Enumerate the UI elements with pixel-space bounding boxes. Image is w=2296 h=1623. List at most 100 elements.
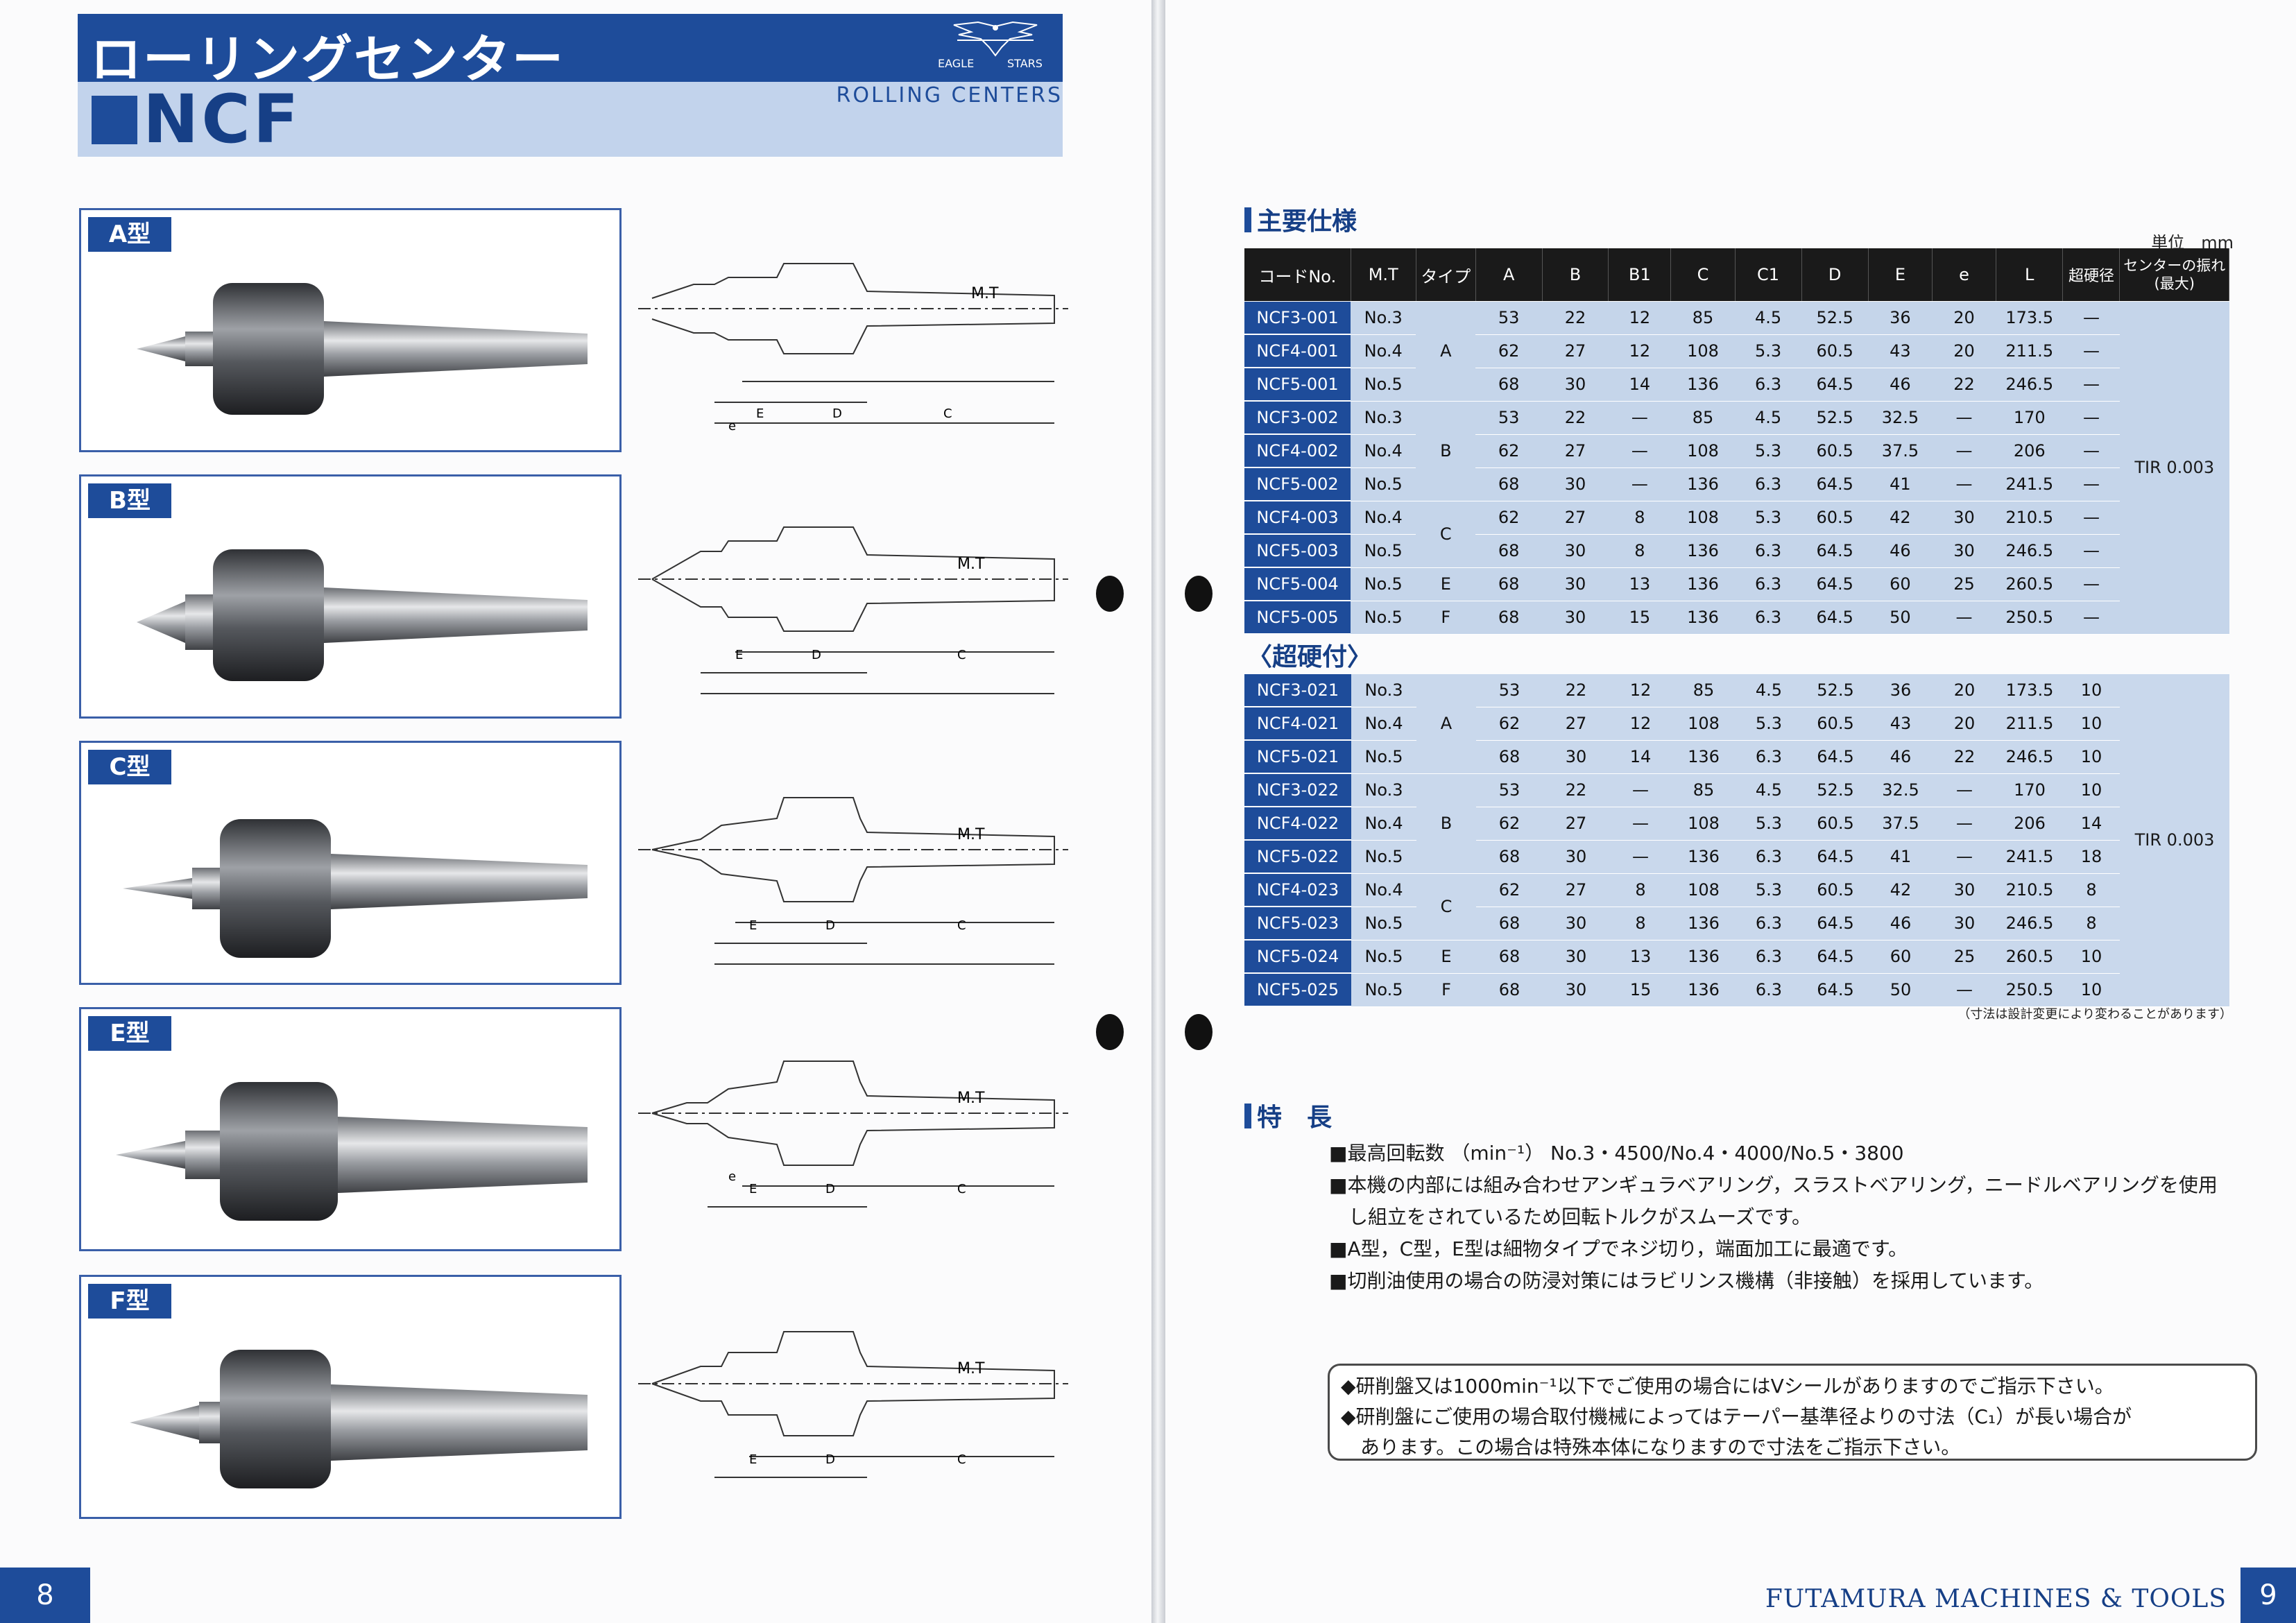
type-b-label: B型 xyxy=(88,483,171,518)
cell-c1: 5.3 xyxy=(1736,807,1802,841)
cell-type: A xyxy=(1416,301,1476,402)
cell-e: 36 xyxy=(1868,301,1933,335)
type-e-photo-box: E型 xyxy=(79,1007,622,1251)
cell-code: NCF4-022 xyxy=(1244,807,1351,841)
cell-d: 64.5 xyxy=(1801,368,1869,402)
cell-b: 30 xyxy=(1543,840,1609,874)
cell-code: NCF5-005 xyxy=(1244,601,1351,635)
cell-e: 32.5 xyxy=(1869,773,1933,807)
binder-hole xyxy=(1096,576,1124,612)
type-a-photo-box: A型 xyxy=(79,208,622,452)
cell-c1: 4.5 xyxy=(1735,301,1802,335)
cell-e: 60 xyxy=(1868,567,1933,601)
caution-line: ◆研削盤又は1000min⁻¹以下でご使用の場合にはVシールがありますのでご指示… xyxy=(1341,1375,2114,1398)
cell-c: 136 xyxy=(1670,368,1736,402)
features-list: ■最高回転数 （min⁻¹） No.3・4500/No.4・4000/No.5・… xyxy=(1329,1137,2259,1297)
cell-e: 30 xyxy=(1932,501,1996,535)
cell-a: 68 xyxy=(1475,467,1543,501)
type-a-label: A型 xyxy=(88,217,171,252)
diagram-e-mt: M.T xyxy=(957,1090,985,1107)
cell-e: 36 xyxy=(1869,674,1933,707)
cell-code: NCF5-022 xyxy=(1244,840,1351,874)
type-e-tool-image xyxy=(116,1082,588,1221)
cell-b: 22 xyxy=(1542,401,1609,435)
cell-mt: No.3 xyxy=(1351,674,1416,707)
cell-b1: — xyxy=(1608,434,1671,468)
cell-code: NCF3-022 xyxy=(1244,773,1351,807)
eagle-stars-logo: EAGLE STARS xyxy=(929,19,1061,75)
cell-l: 170 xyxy=(1996,773,2063,807)
cell-e: 42 xyxy=(1868,501,1933,535)
diagram-e-E: E xyxy=(749,1182,757,1196)
cell-c1: 6.3 xyxy=(1735,601,1802,635)
cell-b: 27 xyxy=(1542,334,1609,368)
cell-c: 108 xyxy=(1670,334,1736,368)
cell-d: 60.5 xyxy=(1802,707,1869,741)
cell-mt: No.4 xyxy=(1351,501,1416,535)
logo-text-right: STARS xyxy=(1007,57,1043,70)
cell-b1: 12 xyxy=(1609,674,1672,707)
cell-b: 30 xyxy=(1542,534,1609,568)
cell-l: 211.5 xyxy=(1996,707,2063,741)
cell-l: 246.5 xyxy=(1996,368,2063,402)
cell-carbide: — xyxy=(2062,368,2120,402)
cell-a: 53 xyxy=(1475,301,1543,335)
cell-c: 136 xyxy=(1672,940,1736,974)
cell-e: 60 xyxy=(1869,940,1933,974)
cell-e: 37.5 xyxy=(1869,807,1933,841)
cell-c1: 5.3 xyxy=(1735,434,1802,468)
type-c-label: C型 xyxy=(88,750,171,784)
cell-c: 108 xyxy=(1672,707,1736,741)
cell-a: 68 xyxy=(1475,601,1543,635)
cell-e: — xyxy=(1933,773,1996,807)
cell-a: 68 xyxy=(1476,907,1543,941)
cell-e: — xyxy=(1932,401,1996,435)
cell-l: 246.5 xyxy=(1996,740,2063,774)
cell-c: 136 xyxy=(1670,601,1736,635)
diagram-b-C: C xyxy=(957,648,966,662)
col-type: タイプ xyxy=(1416,248,1476,302)
cell-b1: 14 xyxy=(1608,368,1671,402)
col-a: A xyxy=(1475,248,1543,302)
cell-c: 136 xyxy=(1672,973,1736,1007)
cell-a: 62 xyxy=(1476,707,1543,741)
cell-code: NCF4-021 xyxy=(1244,707,1351,741)
cell-carbide: 18 xyxy=(2063,840,2120,874)
diagram-a-mt: M.T xyxy=(971,285,999,302)
cell-carbide: 10 xyxy=(2063,674,2120,707)
caution-line: あります。この場合は特殊本体になりますので寸法をご指示下さい。 xyxy=(1341,1436,1961,1459)
header-square xyxy=(92,96,137,144)
cell-l: 241.5 xyxy=(1996,840,2063,874)
model-name: NCF xyxy=(143,80,302,158)
cell-c1: 6.3 xyxy=(1735,368,1802,402)
page-number-left: 8 xyxy=(0,1568,90,1623)
diagram-c-D: D xyxy=(825,918,835,933)
features-title: 特 長 xyxy=(1244,1097,1332,1133)
cell-code: NCF3-021 xyxy=(1244,674,1351,707)
cell-l: 246.5 xyxy=(1996,907,2063,941)
cell-mt: No.3 xyxy=(1351,301,1416,335)
cell-c: 85 xyxy=(1670,401,1736,435)
cell-d: 64.5 xyxy=(1801,467,1869,501)
design-change-note: （寸法は設計変更により変わることがあります） xyxy=(1957,1007,2232,1022)
cell-l: 241.5 xyxy=(1996,467,2063,501)
cell-b: 27 xyxy=(1543,873,1609,907)
page-gutter xyxy=(1151,0,1165,1623)
cell-b: 30 xyxy=(1543,907,1609,941)
cell-c: 108 xyxy=(1672,807,1736,841)
col-b: B xyxy=(1542,248,1609,302)
cell-e: 50 xyxy=(1869,973,1933,1007)
cell-b1: — xyxy=(1609,807,1672,841)
cell-l: 206 xyxy=(1996,807,2063,841)
cell-e: 30 xyxy=(1933,907,1996,941)
cell-d: 64.5 xyxy=(1802,840,1869,874)
cell-l: 173.5 xyxy=(1996,674,2063,707)
cell-c1: 4.5 xyxy=(1736,773,1802,807)
cell-c1: 6.3 xyxy=(1735,534,1802,568)
type-f-diagram: M.T E D C xyxy=(638,1331,1068,1478)
